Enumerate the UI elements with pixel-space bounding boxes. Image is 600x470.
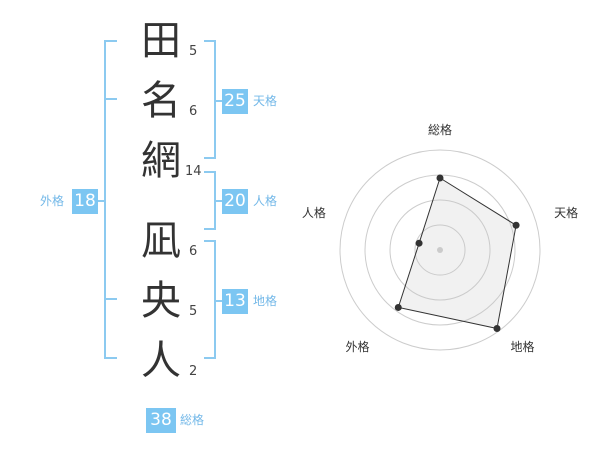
gaikaku-label: 外格 bbox=[40, 194, 65, 208]
radar-axis-label-1: 総格 bbox=[428, 122, 452, 137]
surname-char-3: 網 bbox=[141, 138, 181, 184]
radar-point-5 bbox=[415, 239, 423, 247]
jinkaku-value: 20 bbox=[222, 189, 248, 214]
jinkaku-bracket bbox=[204, 171, 222, 230]
gaikaku-value: 18 bbox=[72, 189, 98, 214]
radar-axis-label-5: 人格 bbox=[302, 205, 326, 220]
surname-strokes-1: 5 bbox=[189, 44, 198, 59]
tenkaku-value: 25 bbox=[222, 89, 248, 114]
tenkaku-bracket bbox=[204, 40, 222, 159]
radar-point-2 bbox=[512, 221, 520, 229]
radar-point-1 bbox=[436, 174, 444, 182]
soukaku-label: 総格 bbox=[180, 413, 205, 427]
radar-axis-label-3: 地格 bbox=[511, 339, 535, 354]
given-char-2: 央 bbox=[141, 278, 181, 324]
given-char-3: 人 bbox=[141, 338, 181, 384]
radar-ring-4 bbox=[339, 149, 541, 351]
given-strokes-3: 2 bbox=[189, 364, 198, 379]
surname-strokes-2: 6 bbox=[189, 104, 198, 119]
chikaku-bracket bbox=[204, 240, 222, 359]
tenkaku-label: 天格 bbox=[253, 94, 278, 108]
radar-center-dot bbox=[437, 247, 443, 253]
radar-ring-1 bbox=[414, 224, 466, 276]
given-char-1: 凪 bbox=[141, 218, 181, 264]
surname-strokes-3: 14 bbox=[185, 164, 202, 179]
soukaku-value: 38 bbox=[146, 408, 176, 433]
chikaku-value: 13 bbox=[222, 289, 248, 314]
gaikaku-bracket bbox=[104, 40, 117, 359]
jinkaku-label: 人格 bbox=[253, 194, 278, 208]
radar-axis-label-4: 外格 bbox=[345, 339, 369, 354]
radar-ring-2 bbox=[389, 199, 491, 301]
radar-point-3 bbox=[493, 324, 501, 332]
surname-char-1: 田 bbox=[141, 18, 181, 64]
surname-char-2: 名 bbox=[141, 78, 181, 124]
chikaku-label: 地格 bbox=[253, 294, 278, 308]
radar-axis-label-2: 天格 bbox=[554, 205, 578, 220]
radar-series-polygon bbox=[397, 177, 517, 330]
radar-point-4 bbox=[394, 303, 402, 311]
given-strokes-2: 5 bbox=[189, 304, 198, 319]
given-strokes-1: 6 bbox=[189, 244, 198, 259]
